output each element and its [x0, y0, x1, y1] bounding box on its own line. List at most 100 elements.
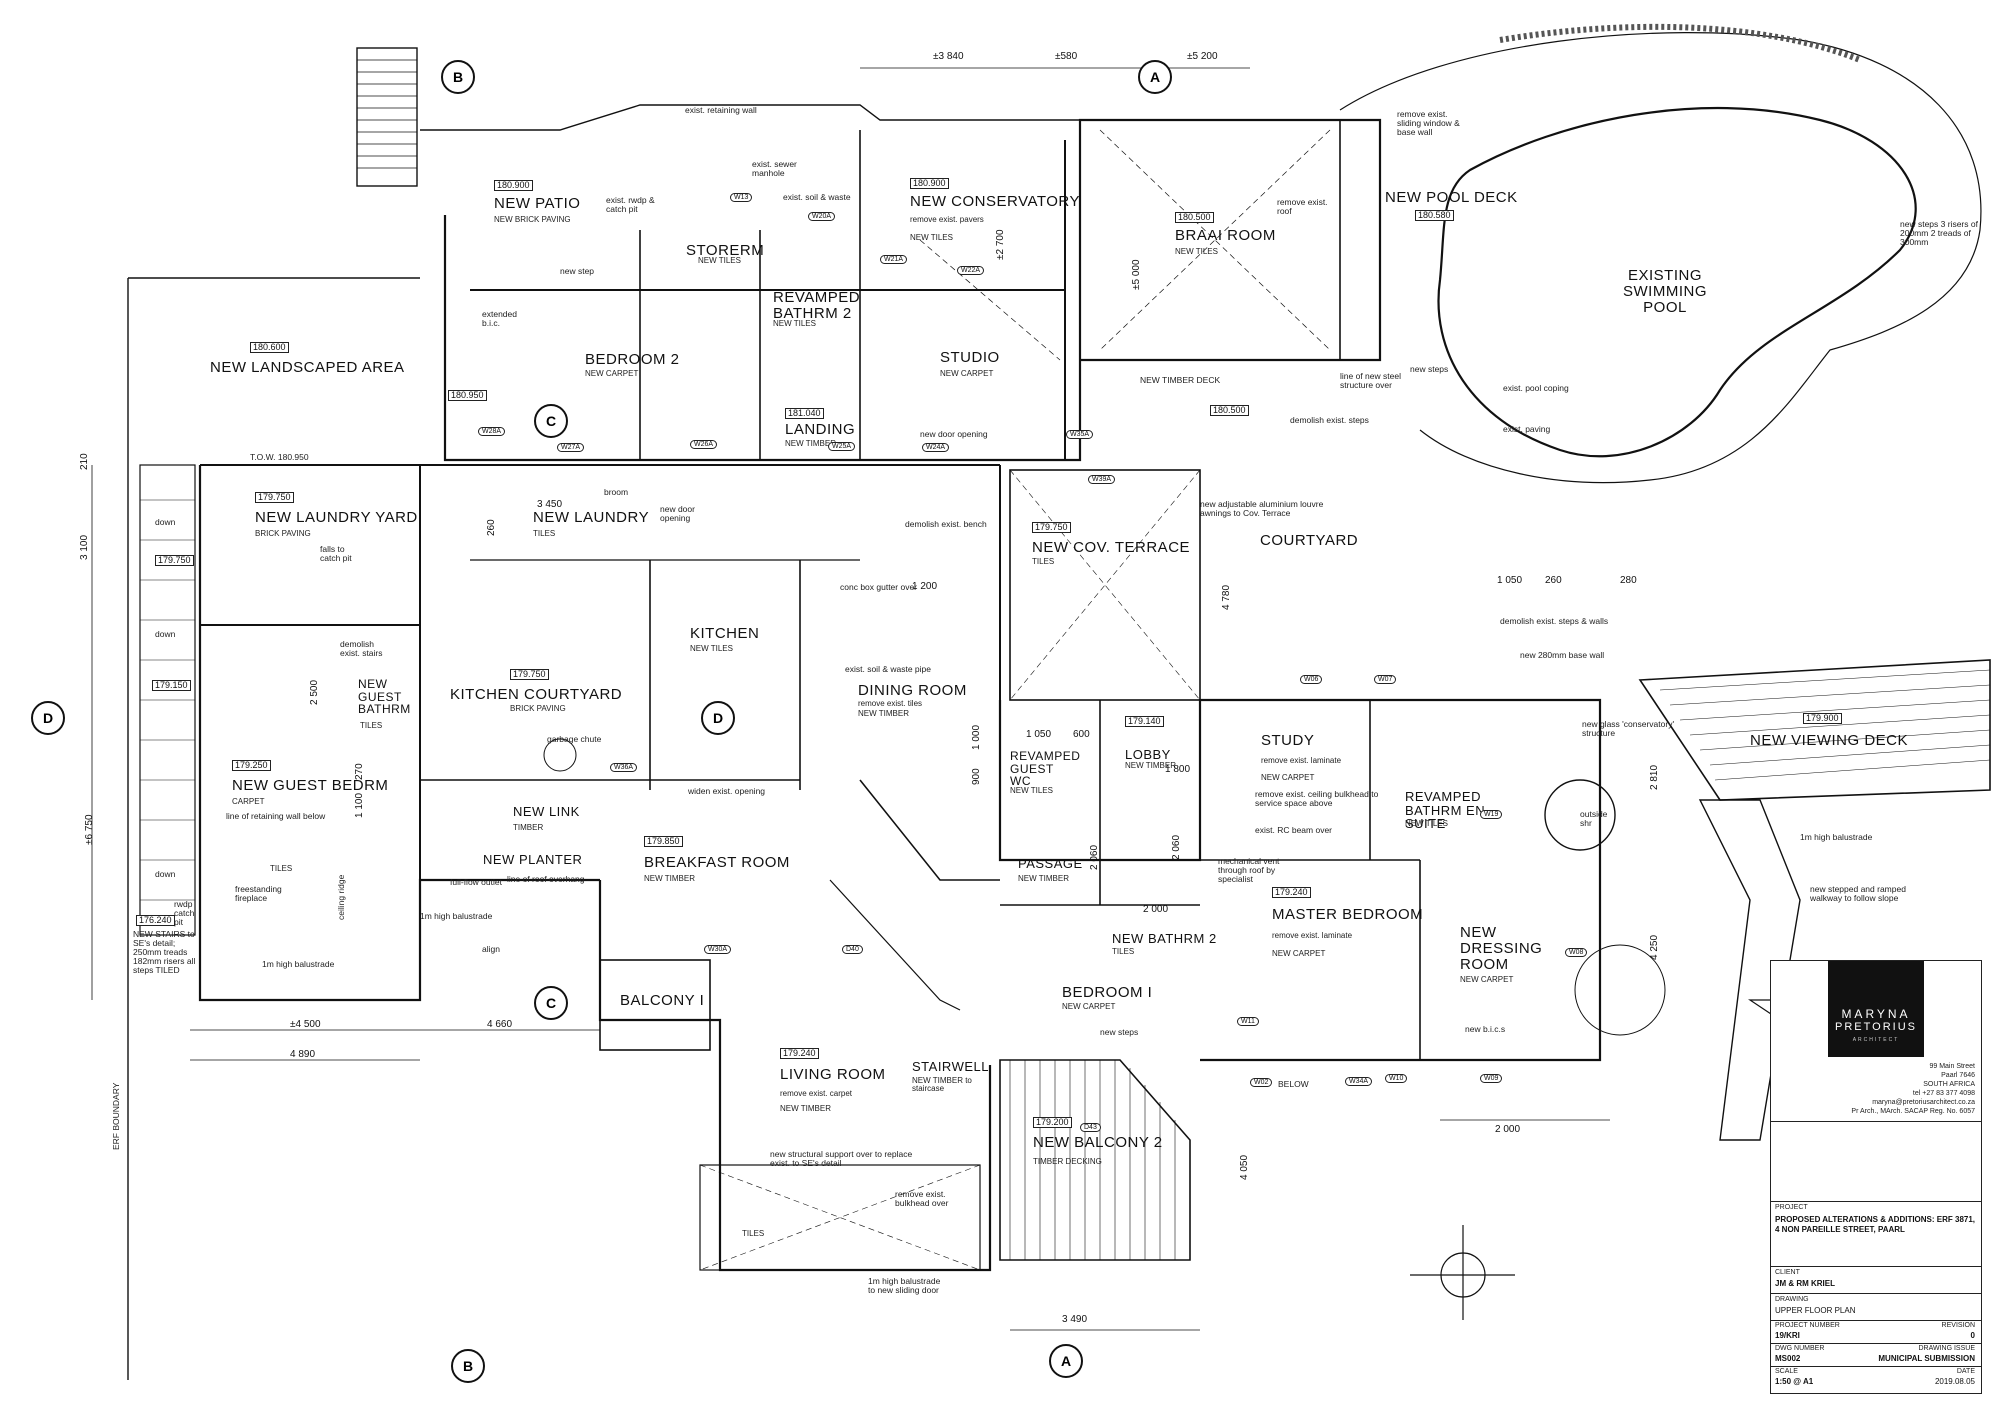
note-steel-structure: line of new steel structure over	[1340, 371, 1401, 390]
note-rc-beam: exist. RC beam over	[1255, 825, 1332, 835]
note-rwdp-catch-pit-2: rwdp catch pit	[174, 899, 195, 927]
note-balustrade-deck: 1m high balustrade	[1800, 832, 1873, 842]
client-label: CLIENT	[1775, 1269, 1800, 1276]
project-number: 19/KRI	[1775, 1331, 1800, 1340]
section-marker-a-bottom: A	[1045, 1340, 1083, 1378]
finish-dining-2: NEW TIMBER	[858, 709, 909, 718]
dim-top-1: ±3 840	[933, 51, 964, 62]
level-viewing-deck: 179.900	[1803, 713, 1842, 725]
dwg-number-label: DWG NUMBER	[1775, 1345, 1825, 1352]
tag-w36a: W36A	[610, 763, 638, 773]
note-retaining-wall-below: line of retaining wall below	[226, 811, 326, 821]
finish-kitchen: NEW TILES	[690, 644, 733, 653]
level-patio: 180.900	[494, 180, 533, 192]
tag-w04: W08	[1565, 948, 1588, 958]
dim-balcony-height: 4 050	[1239, 1154, 1250, 1180]
note-demolish-exist-steps: demolish exist. steps	[1290, 415, 1369, 425]
finish-laundry-yard: BRICK PAVING	[255, 529, 311, 538]
note-glass-conservatory: new glass 'conservatory' structure	[1582, 719, 1675, 738]
tag-w34a: W19	[1480, 810, 1503, 820]
room-new-bathrm-2: NEW BATHRM 2	[1112, 931, 1217, 946]
section-marker-c-bottom: C	[530, 982, 568, 1020]
finish-guest-bedrm-tiles: TILES	[270, 864, 293, 873]
dim-passage: 2 060	[1089, 844, 1100, 870]
room-master-bedroom: MASTER BEDROOM	[1272, 906, 1424, 923]
room-courtyard: COURTYARD	[1260, 532, 1359, 549]
finish-conservatory: NEW TILES	[910, 233, 953, 242]
room-new-laundry: NEW LAUNDRY	[533, 509, 650, 526]
finish-dressing: NEW CARPET	[1460, 975, 1514, 984]
room-revamped-bathrm-en-suite: REVAMPED BATHRM EN SUITE	[1405, 789, 1486, 832]
dim-guest-wc-height: 1 000	[971, 724, 982, 750]
level-new-stairs: 176.240	[136, 915, 175, 927]
client-name: JM & RM KRIEL	[1775, 1279, 1835, 1288]
level-conservatory: 180.900	[910, 178, 949, 190]
dwg-number: MS002	[1775, 1354, 1801, 1363]
room-new-balcony-2: NEW BALCONY 2	[1033, 1134, 1163, 1151]
room-revamped-bathrm-2: REVAMPED BATHRM 2	[773, 289, 861, 322]
note-falls-catch-pit: falls to catch pit	[320, 544, 352, 563]
address-6: Pr Arch., MArch. SACAP Reg. No. 6057	[1851, 1108, 1975, 1115]
note-280-wall: new 280mm base wall	[1520, 650, 1605, 660]
finish-study: remove exist. laminate	[1261, 756, 1342, 765]
note-tow: T.O.W. 180.950	[250, 452, 309, 462]
dim-bottom-1: ±4 500	[290, 1019, 321, 1030]
note-balustrade-guest: 1m high balustrade	[420, 911, 493, 921]
room-new-viewing-deck: NEW VIEWING DECK	[1750, 732, 1909, 749]
tag-w33a: D43	[1080, 1123, 1101, 1133]
note-new-bics: new b.i.c.s	[1465, 1024, 1506, 1034]
finish-en-suite: NEW TILES	[1405, 819, 1448, 828]
level-landing: 181.040	[785, 408, 824, 420]
finish-bedroom-2: NEW CARPET	[585, 369, 639, 378]
note-new-stairs-se: NEW STAIRS to SE's detail; 250mm treads …	[133, 929, 196, 975]
room-bedroom-2: BEDROOM 2	[585, 351, 680, 368]
note-down-3: down	[155, 869, 176, 879]
level-lower-stair: 179.150	[152, 680, 191, 692]
note-retaining-wall: exist. retaining wall	[685, 105, 757, 115]
finish-storerm: NEW TILES	[698, 256, 741, 265]
room-new-planter: NEW PLANTER	[483, 852, 583, 867]
note-soil-waste-pipe: exist. soil & waste pipe	[845, 664, 931, 674]
finish-guest-bedrm: CARPET	[232, 797, 265, 806]
date: 2019.08.05	[1934, 1377, 1975, 1386]
dim-guest-wc-1: 1 050	[1026, 729, 1052, 740]
revision-label: REVISION	[1941, 1322, 1975, 1329]
finish-living-2: NEW TIMBER	[780, 1104, 831, 1113]
note-pool-coping: exist. pool coping	[1503, 383, 1569, 393]
section-marker-c-top: C	[530, 400, 568, 438]
finish-living: remove exist. carpet	[780, 1089, 853, 1098]
note-ceiling-ridge: ceiling ridge	[336, 874, 346, 920]
firm-logo: MARYNA PRETORIUS ARCHITECT	[1828, 961, 1924, 1057]
section-marker-b-top: B	[437, 56, 475, 94]
section-marker-d-left: D	[27, 697, 65, 735]
room-lobby: LOBBY	[1125, 747, 1171, 762]
finish-master: remove exist. laminate	[1272, 931, 1353, 940]
dim-link-1: 1 100	[354, 792, 365, 818]
tag-w06: W10	[1385, 1074, 1408, 1084]
dim-right: 2 000	[1495, 1124, 1521, 1135]
address-4: tel +27 83 377 4098	[1912, 1090, 1975, 1097]
room-new-cov-terrace: NEW COV. TERRACE	[1032, 539, 1191, 556]
tag-w32a: D40	[842, 945, 863, 955]
room-studio: STUDIO	[940, 349, 1000, 366]
finish-studio: NEW CARPET	[940, 369, 994, 378]
room-new-pool-deck: NEW POOL DECK	[1385, 189, 1518, 206]
finish-stairwell: NEW TIMBER to staircase	[912, 1076, 972, 1094]
note-exist-paving: exist. paving	[1503, 424, 1551, 434]
finish-braai: NEW TILES	[1175, 247, 1218, 256]
level-lobby: 179.140	[1125, 716, 1164, 728]
note-demolish-bench: demolish exist. bench	[905, 519, 987, 529]
finish-breakfast: NEW TIMBER	[644, 874, 695, 883]
finish-passage: NEW TIMBER	[1018, 874, 1069, 883]
tag-w26a: W26A	[690, 440, 718, 450]
top-stair	[356, 47, 418, 187]
revision: 0	[1970, 1331, 1975, 1340]
dim-kitchen-width: 1 200	[912, 581, 938, 592]
finish-dining: remove exist. tiles	[858, 699, 923, 708]
drawing-issue-label: DRAWING ISSUE	[1918, 1345, 1975, 1352]
note-new-steps-pool-edge: new steps	[1410, 364, 1449, 374]
note-garbage-chute: garbage chute	[547, 734, 602, 744]
finish-bedroom-1: NEW CARPET	[1062, 1002, 1116, 1011]
finish-link: TIMBER	[513, 823, 544, 832]
note-demolish-steps-walls: demolish exist. steps & walls	[1500, 616, 1609, 626]
